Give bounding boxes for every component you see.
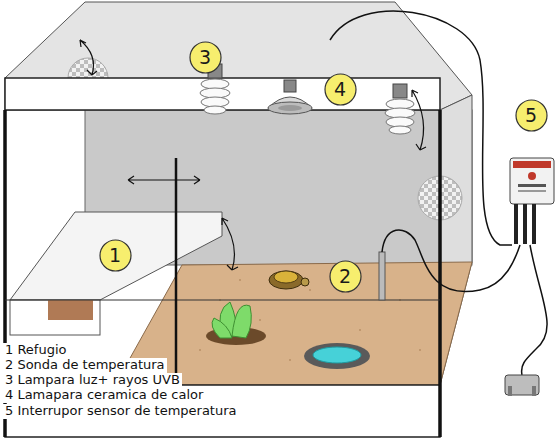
callout-circle-outline (100, 240, 131, 271)
water (313, 347, 361, 363)
callout-number: 3 (189, 41, 222, 74)
hideout-opening (48, 300, 93, 320)
callout-circle-outline (190, 42, 221, 73)
ceramic-heat-lamp (268, 80, 312, 114)
probe-cable (382, 230, 520, 292)
callout-circle-outline (325, 74, 356, 105)
callout-circle-outline (516, 100, 547, 131)
hinge-arrow (412, 90, 426, 150)
temperature-probe (379, 252, 385, 300)
key-entry: 3 Lampara luz+ rayos UVB (3, 373, 182, 388)
callout-text: 3 (199, 48, 211, 67)
glass-edge (5, 300, 440, 301)
hideout-top (10, 212, 222, 300)
leaves (212, 302, 251, 338)
hood-front (5, 78, 440, 110)
callout-number: 2 (329, 260, 362, 293)
uvb-bulb (385, 84, 415, 134)
key-entry: 1 Refugio (3, 343, 68, 358)
water-dish (304, 343, 370, 369)
power-plug (505, 375, 539, 396)
hideout-front (10, 300, 100, 335)
hinge-arrow (222, 218, 238, 270)
slide-arrow (128, 176, 200, 184)
frame-post (438, 110, 442, 437)
key-entry: 5 Interrupor sensor de temperatura (3, 404, 239, 419)
hinge-arrow (80, 40, 97, 75)
tortoise (269, 271, 309, 289)
thermostat (510, 158, 554, 244)
lamp-cable (330, 11, 512, 245)
callout-number: 5 (515, 99, 548, 132)
callout-text: 4 (334, 80, 346, 99)
sliding-glass (175, 158, 178, 385)
callout-circle-outline (330, 261, 361, 292)
callout-text: 2 (339, 267, 351, 286)
power-cable (522, 245, 548, 375)
key-entry: 2 Sonda de temperatura (3, 358, 167, 373)
sand-floor (115, 262, 472, 385)
callout-number: 1 (99, 239, 132, 272)
lid-top (5, 2, 472, 110)
callout-text: 5 (525, 106, 537, 125)
key-entry: 4 Lamapara ceramica de calor (3, 388, 205, 403)
callout-text: 1 (109, 246, 121, 265)
callout-number: 4 (324, 73, 357, 106)
